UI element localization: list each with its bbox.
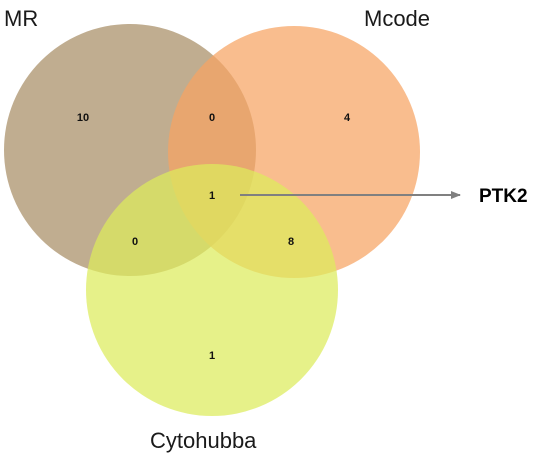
circle-cytohubba [86, 164, 338, 416]
count-mr-cytohubba: 0 [132, 236, 138, 248]
label-mcode: Mcode [364, 6, 430, 31]
label-mr: MR [4, 6, 38, 31]
callout-label-ptk2: PTK2 [479, 186, 528, 207]
count-mcode-cytohubba: 8 [288, 236, 294, 248]
label-cytohubba: Cytohubba [150, 428, 257, 453]
count-mcode-only: 4 [344, 112, 351, 124]
count-mr-mcode: 0 [209, 112, 215, 124]
count-cytohubba-only: 1 [209, 350, 215, 362]
count-all-three: 1 [209, 190, 215, 202]
count-mr-only: 10 [77, 112, 89, 124]
